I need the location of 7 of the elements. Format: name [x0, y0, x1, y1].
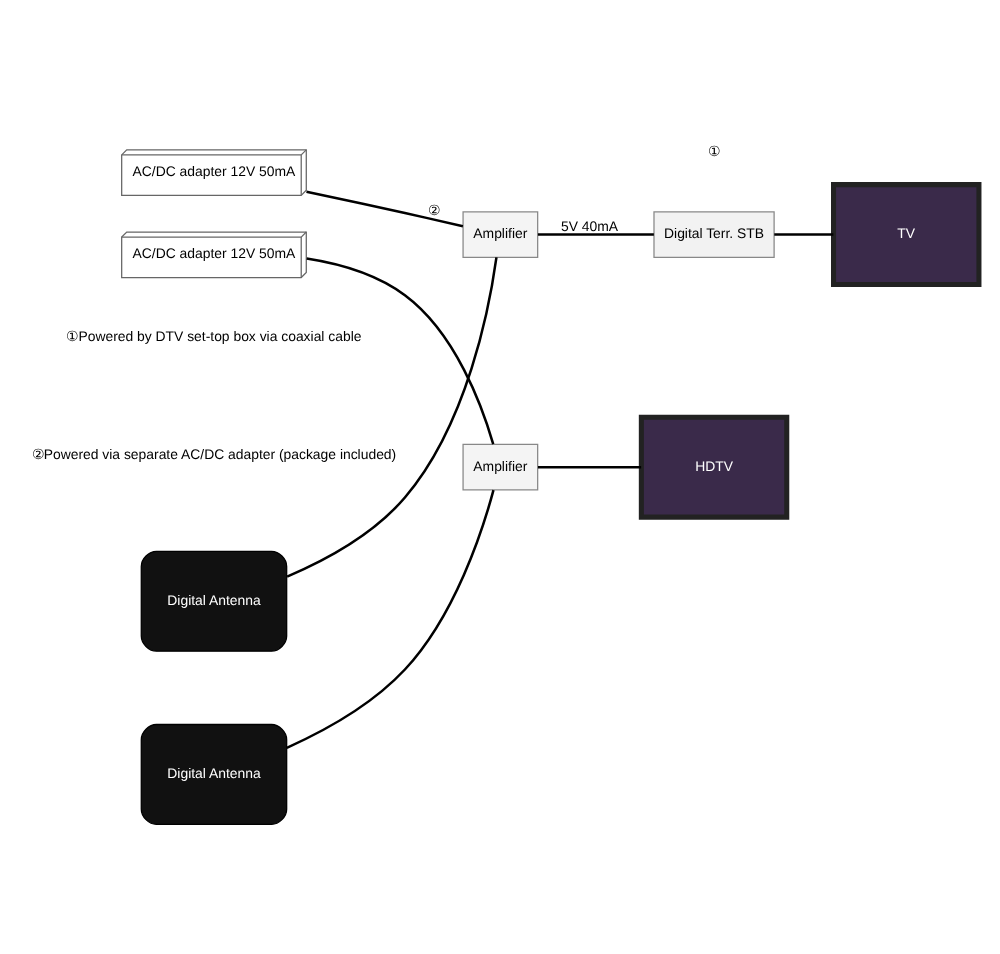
connector: [305, 257, 494, 445]
connector: [305, 190, 463, 228]
connector: [285, 257, 497, 578]
connector: [536, 465, 641, 469]
connector: [773, 233, 833, 236]
connector: [536, 233, 653, 236]
connector: [285, 489, 494, 749]
